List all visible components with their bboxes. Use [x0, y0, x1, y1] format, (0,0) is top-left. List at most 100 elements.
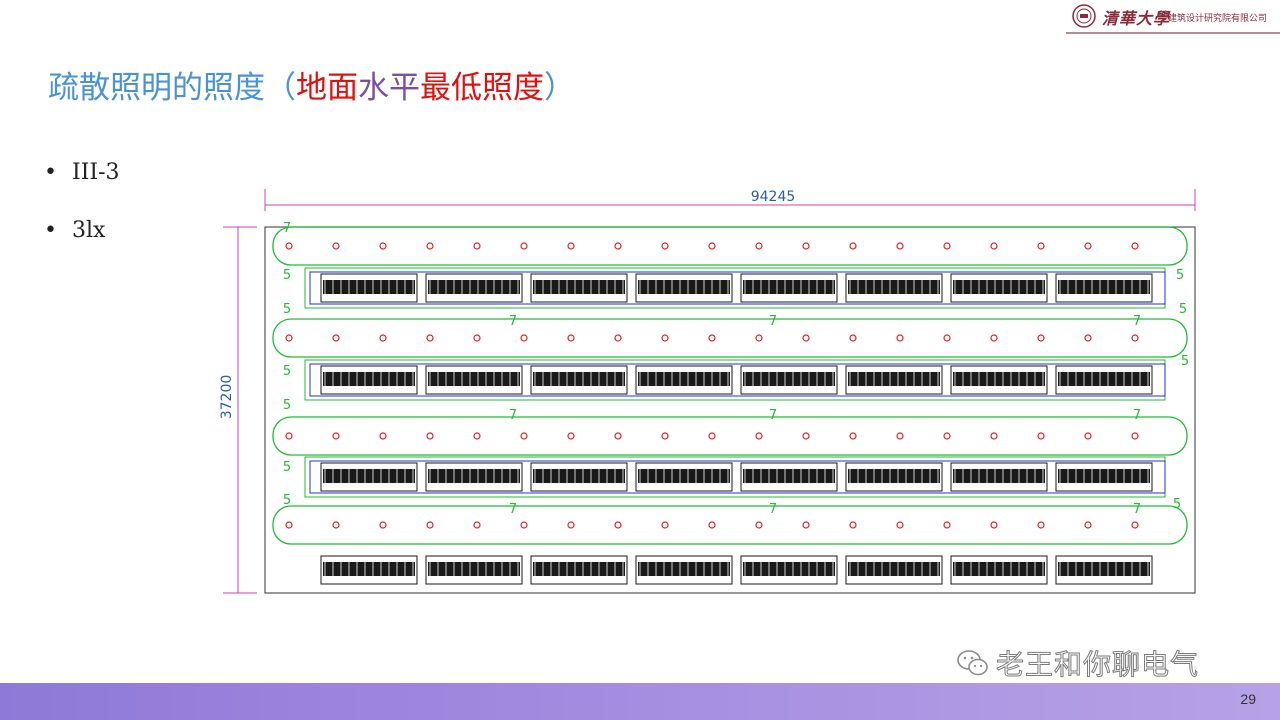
light-fixture	[285, 334, 293, 342]
light-fixture	[1037, 334, 1045, 342]
light-fixture	[614, 334, 622, 342]
light-fixture	[473, 334, 481, 342]
light-fixture	[379, 334, 387, 342]
contour-label-5: 5	[283, 493, 291, 508]
university-seal-icon	[1072, 4, 1096, 28]
light-fixture	[708, 242, 716, 250]
light-fixture	[379, 242, 387, 250]
watermark-text: 老王和你聊电气	[995, 648, 1200, 682]
contour-label-7: 7	[769, 408, 777, 423]
light-fixture	[896, 334, 904, 342]
contour-label-7: 7	[509, 408, 517, 423]
light-fixture	[1131, 334, 1139, 342]
rack-shelf	[953, 469, 1045, 483]
light-fixture	[285, 242, 293, 250]
title-part-horizontal: 水平	[358, 70, 420, 106]
height-dimension: 37200	[219, 226, 257, 594]
contour-label-5: 5	[283, 398, 291, 413]
rack-shelf	[428, 469, 520, 483]
rack-shelf	[323, 562, 415, 576]
bullet-item: •3lx	[44, 218, 120, 248]
contour-7	[272, 226, 1188, 266]
rack-shelf	[638, 562, 730, 576]
light-fixture	[1084, 334, 1092, 342]
light-fixture	[332, 521, 340, 529]
light-fixture	[426, 432, 434, 440]
light-fixture	[379, 521, 387, 529]
light-fixture	[614, 432, 622, 440]
light-fixture	[1037, 432, 1045, 440]
light-fixture	[990, 521, 998, 529]
light-fixture	[755, 432, 763, 440]
light-fixture	[567, 521, 575, 529]
light-fixture	[332, 242, 340, 250]
rack-shelf	[743, 562, 835, 576]
light-fixture	[802, 334, 810, 342]
rack-shelf	[323, 280, 415, 294]
rack-shelf	[638, 469, 730, 483]
contour-label-7: 7	[1133, 408, 1141, 423]
contour-label-5: 5	[283, 364, 291, 379]
light-fixture	[520, 521, 528, 529]
light-fixture	[990, 334, 998, 342]
contour-label-7: 7	[509, 502, 517, 517]
contour-label-5: 5	[283, 302, 291, 317]
bullet-item: •III-3	[44, 160, 120, 190]
light-fixture	[708, 334, 716, 342]
contour-label-7: 7	[769, 314, 777, 329]
bullet-text: 3lx	[72, 218, 106, 243]
light-fixture	[473, 242, 481, 250]
logo-subtitle: 建筑设计研究院有限公司	[1168, 14, 1268, 24]
light-fixture	[708, 432, 716, 440]
rack-shelf	[428, 562, 520, 576]
rack-shelf	[1058, 280, 1150, 294]
light-fixture	[990, 432, 998, 440]
light-fixture	[332, 334, 340, 342]
light-fixture	[332, 432, 340, 440]
rack-shelf	[743, 372, 835, 386]
light-fixture	[755, 521, 763, 529]
contour-7	[272, 318, 1188, 358]
light-fixture	[1037, 521, 1045, 529]
light-fixture	[849, 521, 857, 529]
contour-label-7: 7	[1133, 502, 1141, 517]
light-fixture	[614, 242, 622, 250]
contour-label-7: 7	[1133, 314, 1141, 329]
rack-shelf	[953, 372, 1045, 386]
contour-7	[272, 505, 1188, 545]
rack-shelf	[848, 372, 940, 386]
bullet-dot: •	[44, 160, 57, 185]
light-fixture	[1084, 521, 1092, 529]
light-fixture	[567, 334, 575, 342]
light-fixture	[755, 334, 763, 342]
light-fixture	[379, 432, 387, 440]
light-fixture	[661, 242, 669, 250]
light-fixture	[1037, 242, 1045, 250]
light-fixture	[473, 521, 481, 529]
light-fixture	[943, 432, 951, 440]
contour-label-7: 7	[769, 502, 777, 517]
rack-shelf	[638, 372, 730, 386]
rack-frame	[309, 271, 1166, 305]
light-fixture	[1131, 242, 1139, 250]
logo-name: 清華大學	[1102, 9, 1171, 28]
rack-shelf	[848, 469, 940, 483]
light-fixture	[426, 521, 434, 529]
institute-logo: 清華大學 建筑设计研究院有限公司	[1066, 0, 1280, 34]
contour-label-5: 5	[1173, 497, 1181, 512]
bullet-list: •III-3 •3lx	[44, 160, 120, 276]
contour-7	[272, 416, 1188, 456]
light-fixture	[896, 242, 904, 250]
rack-shelf	[323, 469, 415, 483]
contour-label-5: 5	[283, 460, 291, 475]
rack-shelf	[953, 280, 1045, 294]
light-fixture	[520, 432, 528, 440]
light-fixture	[426, 242, 434, 250]
title-part-min-illuminance: 最低照度	[420, 70, 544, 106]
light-fixture	[896, 521, 904, 529]
rack-shelf	[1058, 562, 1150, 576]
light-fixture	[849, 334, 857, 342]
light-fixture	[661, 432, 669, 440]
contour-label-5: 5	[1181, 354, 1189, 369]
